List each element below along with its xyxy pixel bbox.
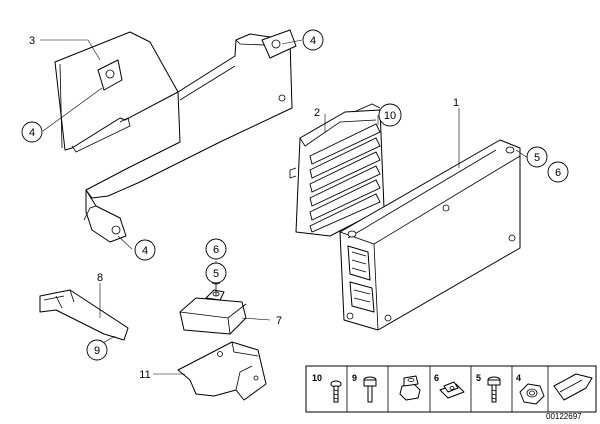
washer-screw-icon xyxy=(487,376,501,403)
callout-circle xyxy=(302,29,324,51)
part-label-7: 7 xyxy=(276,315,282,327)
bracket-part-3 xyxy=(54,29,297,243)
connector-block xyxy=(347,245,375,313)
part-label-6: 6 xyxy=(213,244,219,256)
legend-number: 4 xyxy=(516,373,521,383)
part-label-10: 10 xyxy=(384,110,396,122)
part-label-4: 4 xyxy=(29,127,35,139)
callout-circle xyxy=(205,238,227,260)
callout-circle xyxy=(378,103,402,127)
callout-labels: 1 2 3 4 4 4 4 5 5 6 6 7 8 9 xyxy=(21,29,569,381)
part-label-9: 9 xyxy=(94,345,100,357)
plate-part-11 xyxy=(177,341,267,401)
module-part-7 xyxy=(179,289,247,335)
legend-number: 10 xyxy=(312,373,322,383)
fastener-legend: 10 9 6 5 xyxy=(305,365,597,413)
part-label-3: 3 xyxy=(29,35,35,47)
part-label-5: 5 xyxy=(534,152,540,164)
part-label-6: 6 xyxy=(555,167,561,179)
callout-circle xyxy=(21,121,43,143)
part-label-4: 4 xyxy=(142,245,148,257)
amplifier-part-2 xyxy=(289,103,385,237)
leader-lines xyxy=(40,39,529,375)
part-label-4: 4 xyxy=(310,35,316,47)
control-unit-part-1 xyxy=(339,139,521,331)
drawing-id: 00122697 xyxy=(546,412,582,421)
callout-circle xyxy=(547,161,569,183)
callout-circle xyxy=(86,339,108,361)
part-label-2: 2 xyxy=(314,107,320,119)
callout-circle xyxy=(205,262,227,284)
hex-nut-icon xyxy=(519,383,545,405)
legend-number: 5 xyxy=(476,373,481,383)
legend-number: 6 xyxy=(434,373,439,383)
legend-number: 9 xyxy=(352,373,357,383)
part-label-5: 5 xyxy=(213,268,219,280)
bolt-icon xyxy=(363,376,377,403)
screw-icon xyxy=(330,380,342,403)
clip-nut-icon xyxy=(439,381,465,399)
heatsink-fins xyxy=(309,123,381,233)
part-label-8: 8 xyxy=(97,272,103,284)
callout-circle xyxy=(134,239,156,261)
part-label-11: 11 xyxy=(139,369,150,381)
holder-part-8 xyxy=(39,289,129,341)
nut-icon xyxy=(399,375,421,401)
pad-icon xyxy=(553,373,593,401)
callout-circle xyxy=(526,146,548,168)
part-label-1: 1 xyxy=(453,97,459,109)
